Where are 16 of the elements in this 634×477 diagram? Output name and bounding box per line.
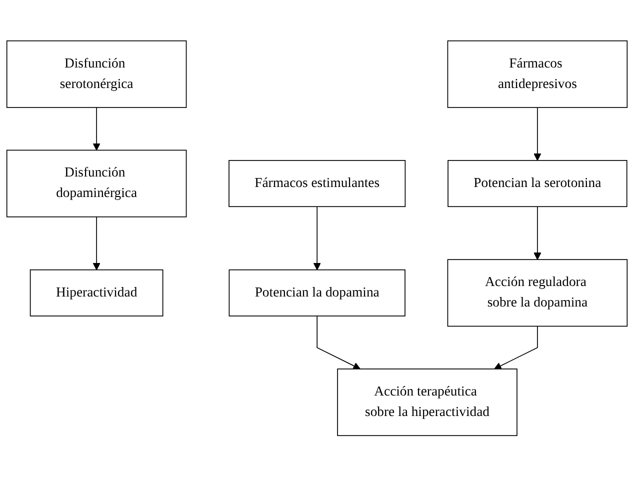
arrow (494, 326, 538, 370)
arrow (316, 316, 360, 370)
arrow (534, 206, 542, 260)
node-box: Acción reguladora sobre la dopamina (447, 259, 628, 327)
node-box: Disfunción dopaminérgica (6, 150, 187, 218)
node-box: Disfunción serotonérgica (6, 40, 187, 108)
node-box: Potencian la dopamina (228, 270, 406, 317)
node-box: Fármacos antidepresivos (447, 40, 628, 108)
node-box: Hiperactividad (30, 270, 164, 317)
arrow (92, 107, 100, 151)
node-box: Fármacos estimulantes (228, 160, 406, 208)
arrow (92, 216, 100, 270)
node-box: Potencian la serotonina (448, 160, 628, 208)
arrow (313, 206, 321, 270)
node-box: Acción terapéutica sobre la hiperactividad (337, 368, 518, 436)
arrow (534, 107, 542, 162)
